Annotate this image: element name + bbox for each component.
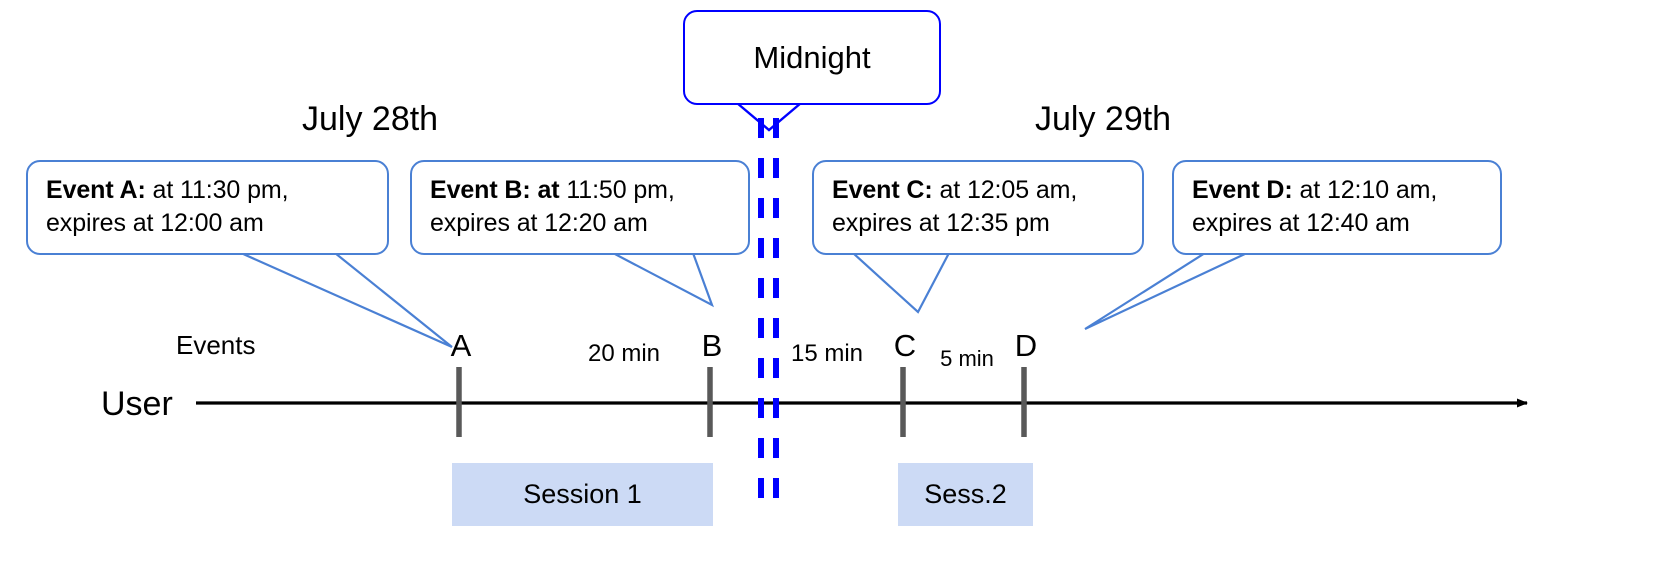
callout-event-a[interactable]: Event A: at 11:30 pm, expires at 12:00 a…	[26, 160, 389, 255]
callout-event-b[interactable]: Event B: at 11:50 pm, expires at 12:20 a…	[410, 160, 750, 255]
tail-event-b	[612, 252, 715, 308]
callout-event-b-rest: 11:50 pm,	[559, 176, 675, 204]
user-row-label: User	[101, 385, 173, 423]
tail-midnight	[736, 102, 802, 132]
callout-event-b-line1: Event B: at 11:50 pm,	[430, 174, 732, 207]
session-1-label: Session 1	[523, 479, 642, 509]
callout-event-c-lead: Event C:	[832, 176, 933, 204]
date-label-july-28: July 28th	[302, 100, 439, 138]
event-letter-a: A	[450, 328, 472, 363]
tail-event-a	[240, 251, 453, 349]
midnight-dashed-line	[758, 118, 779, 500]
event-letter-d: D	[1014, 328, 1038, 363]
callout-event-b-line2: expires at 12:20 am	[430, 208, 648, 237]
callout-event-c-rest: at 12:05 am,	[932, 176, 1078, 204]
date-label-july-29: July 29th	[1035, 100, 1172, 138]
gap-label-c-d: 5 min	[940, 346, 994, 371]
callout-event-c-line2: expires at 12:35 pm	[832, 208, 1050, 237]
callout-event-d-lead: Event D:	[1192, 176, 1293, 204]
callout-event-c[interactable]: Event C: at 12:05 am, expires at 12:35 p…	[812, 160, 1144, 255]
callout-event-d-rest: at 12:10 am,	[1292, 176, 1438, 204]
tail-event-d	[1084, 252, 1248, 330]
gap-label-b-c: 15 min	[790, 340, 864, 367]
callout-event-a-line1: Event A: at 11:30 pm,	[46, 174, 371, 207]
events-row-label: Events	[176, 330, 256, 360]
session-2-label: Sess.2	[924, 479, 1007, 509]
callout-event-d-line2: expires at 12:40 am	[1192, 208, 1410, 237]
callout-event-a-line2: expires at 12:00 am	[46, 208, 264, 237]
callout-event-b-lead: Event B: at	[430, 176, 560, 204]
gap-label-a-b: 20 min	[587, 340, 661, 367]
session-box-2[interactable]: Sess.2	[898, 463, 1033, 526]
event-letter-c: C	[893, 328, 917, 363]
callout-event-a-rest: at 11:30 pm,	[145, 176, 289, 204]
tail-event-c	[852, 252, 950, 314]
callout-event-c-line1: Event C: at 12:05 am,	[832, 174, 1126, 207]
midnight-label: Midnight	[753, 39, 871, 75]
callout-event-d-line1: Event D: at 12:10 am,	[1192, 174, 1484, 207]
callout-event-a-lead: Event A:	[46, 176, 146, 204]
callout-event-d[interactable]: Event D: at 12:10 am, expires at 12:40 a…	[1172, 160, 1502, 255]
session-box-1[interactable]: Session 1	[452, 463, 713, 526]
event-letter-b: B	[701, 328, 723, 363]
midnight-callout[interactable]: Midnight	[683, 10, 941, 105]
